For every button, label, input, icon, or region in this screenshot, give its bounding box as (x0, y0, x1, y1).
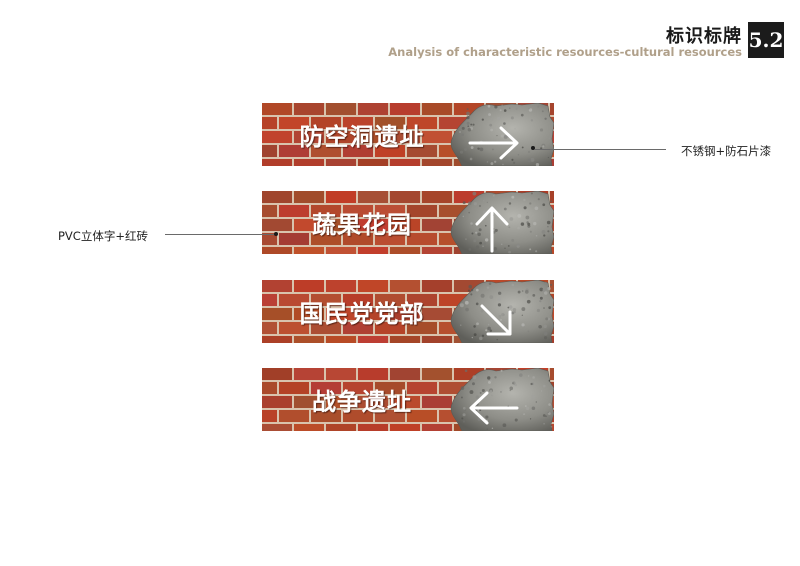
sign-board-graphic (262, 280, 554, 343)
sign-label-1: 防空洞遗址 (299, 123, 425, 151)
sign-label-4: 战争遗址 (312, 388, 412, 416)
arrow-right-icon (468, 126, 519, 160)
sign-board-4: 战争遗址 (262, 368, 554, 431)
sign-label-2: 蔬果花园 (312, 211, 412, 239)
arrow-left-icon (469, 391, 519, 425)
callout-material-steel: 不锈钢+防石片漆 (681, 144, 772, 158)
sign-board-graphic (262, 368, 554, 431)
callout-anchor-dot (274, 232, 278, 236)
sign-board-3: 国民党党部 (262, 280, 554, 343)
callout-leader-line (535, 149, 666, 150)
arrow-up-icon (475, 206, 509, 253)
arrow-down-right-icon (480, 304, 512, 336)
section-number-badge: 5.2 (748, 22, 784, 58)
sign-board-graphic (262, 103, 554, 166)
sign-board-1: 防空洞遗址 (262, 103, 554, 166)
callout-leader-line (165, 234, 275, 235)
sign-board-graphic (262, 191, 554, 254)
page-subtitle: Analysis of characteristic resources-cul… (388, 45, 742, 59)
sign-board-2: 蔬果花园 (262, 191, 554, 254)
callout-anchor-dot (531, 146, 535, 150)
sign-label-3: 国民党党部 (299, 300, 425, 328)
page-title: 标识标牌 (666, 26, 742, 47)
callout-material-brick: PVC立体字+红砖 (58, 229, 148, 243)
